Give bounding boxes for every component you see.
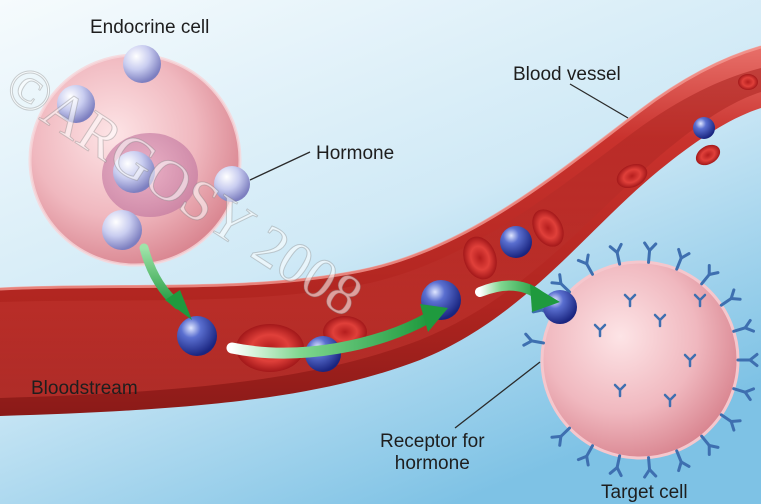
label-bloodstream: Bloodstream [31, 378, 138, 400]
red-blood-cell [738, 74, 758, 90]
hormone-molecule [214, 166, 250, 202]
label-receptor-line-2: hormone [380, 453, 485, 475]
hormone-molecule [693, 117, 715, 139]
target-cell [542, 262, 738, 458]
label-hormone: Hormone [316, 143, 394, 165]
hormone-molecule [177, 316, 217, 356]
hormone-molecule [57, 85, 95, 123]
hormone-molecule [123, 45, 161, 83]
label-target-cell: Target cell [601, 482, 688, 504]
label-endocrine-cell: Endocrine cell [90, 17, 209, 39]
label-receptor-for-hormone: Receptor for hormone [380, 431, 485, 475]
hormone-molecule [102, 210, 142, 250]
hormone-molecule [113, 151, 155, 193]
label-blood-vessel: Blood vessel [513, 64, 621, 86]
label-receptor-line-1: Receptor for [380, 431, 485, 453]
hormone-molecule [500, 226, 532, 258]
